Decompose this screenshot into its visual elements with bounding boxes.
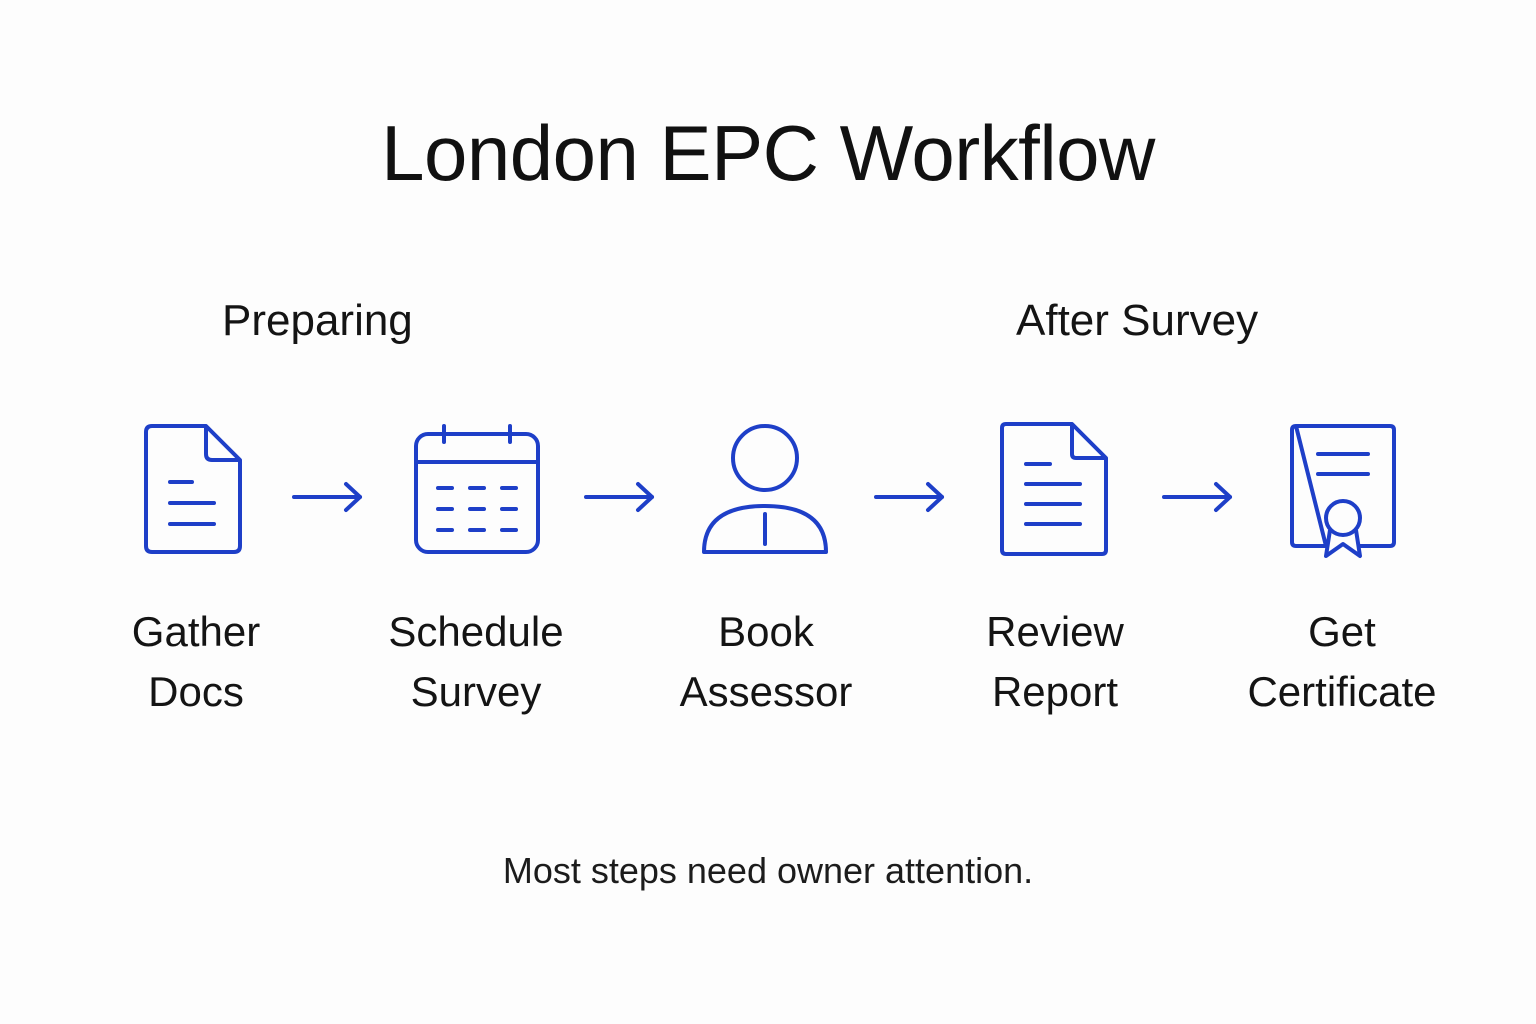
step-label-line: Review — [986, 608, 1124, 655]
step-label-line: Assessor — [679, 668, 853, 715]
report-icon — [1000, 422, 1108, 556]
step-label-book-assessor: Book Assessor — [626, 602, 906, 722]
step-label-line: Book — [718, 608, 814, 655]
step-label-get-certificate: Get Certificate — [1202, 602, 1482, 722]
arrow-right-icon — [584, 482, 656, 512]
page-title: London EPC Workflow — [381, 109, 1155, 197]
arrow-right-icon — [1162, 482, 1234, 512]
step-label-review-report: Review Report — [915, 602, 1195, 722]
step-label-line: Get — [1308, 608, 1376, 655]
step-label-line: Survey — [410, 668, 542, 715]
person-icon — [702, 424, 828, 556]
step-label-line: Schedule — [388, 608, 564, 655]
step-label-line: Certificate — [1247, 668, 1437, 715]
certificate-icon — [1290, 424, 1396, 560]
arrow-right-icon — [292, 482, 364, 512]
phase-label-preparing: Preparing — [222, 296, 413, 345]
arrow-right-icon — [874, 482, 946, 512]
footnote: Most steps need owner attention. — [502, 850, 1034, 891]
step-label-gather-docs: Gather Docs — [56, 602, 336, 722]
step-label-line: Gather — [131, 608, 261, 655]
step-label-line: Docs — [148, 668, 244, 715]
step-label-line: Report — [991, 668, 1119, 715]
step-label-schedule-survey: Schedule Survey — [336, 602, 616, 722]
calendar-icon — [414, 424, 540, 554]
document-icon — [144, 424, 242, 554]
phase-label-after-survey: After Survey — [1016, 296, 1259, 345]
